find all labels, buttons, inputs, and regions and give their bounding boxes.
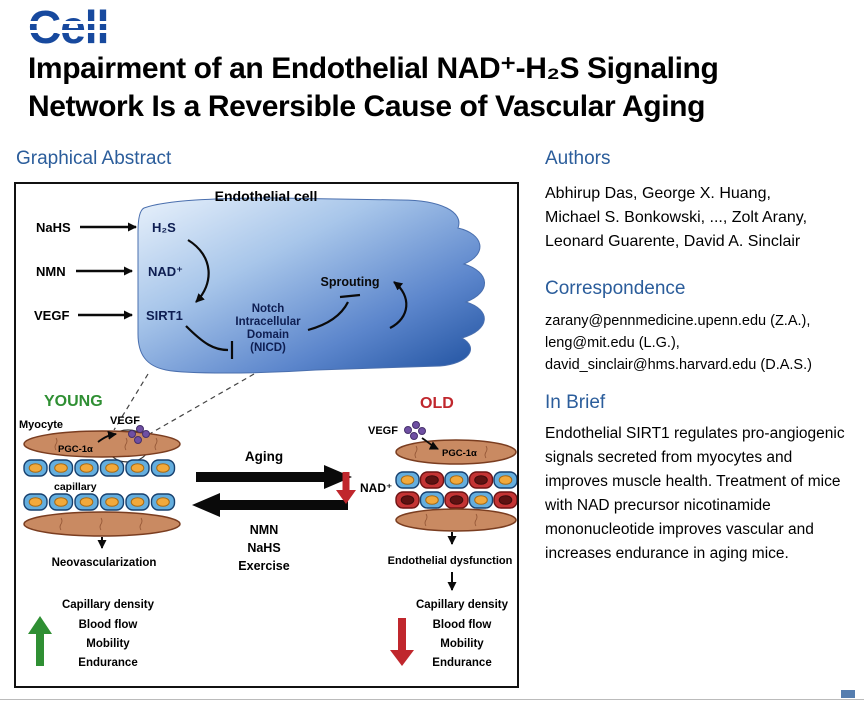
pgc1a-label-old: PGC-1α	[442, 448, 477, 459]
nmn-label: NMN	[36, 264, 66, 279]
email-link[interactable]: zarany@pennmedicine.upenn.edu (Z.A.),	[545, 313, 811, 329]
young-capillary-row-1	[23, 459, 176, 477]
article-title-line2: Network Is a Reversible Cause of Vascula…	[28, 90, 706, 123]
vegf-label: VEGF	[34, 308, 69, 323]
old-myocyte-lower	[395, 508, 517, 532]
cell-journal-logo: Cell	[28, 1, 109, 53]
young-capillary-row-2	[23, 493, 176, 511]
inhibit-sirt1-nicd	[185, 325, 229, 352]
correspondence-heading: Correspondence	[545, 278, 686, 299]
sirt1-label: SIRT1	[146, 308, 183, 323]
treatment-nmn: NMN	[250, 523, 278, 537]
old-outcome-down-arrow	[390, 618, 414, 666]
sprouting-label: Sprouting	[320, 275, 379, 289]
capillary-label: capillary	[54, 481, 97, 493]
sprouting-arrow	[389, 281, 408, 329]
inhibit-nicd-sprouting	[307, 301, 349, 332]
myocyte-striations	[424, 513, 478, 527]
endothelial-dysfunction-label: Endothelial dysfunction	[388, 555, 513, 567]
authors-heading: Authors	[545, 148, 611, 169]
nad-down-arrow-old	[336, 472, 356, 504]
rejuvenation-arrow-left	[192, 493, 348, 517]
aging-arrow-right	[196, 465, 352, 489]
young-outcome-4: Endurance	[78, 657, 137, 669]
author-list: Abhirup Das, George X. Huang, Michael S.…	[545, 182, 807, 254]
myocyte-label: Myocyte	[19, 419, 63, 431]
endothelial-cell-shape	[137, 197, 485, 374]
old-capillary-row-2	[395, 491, 518, 509]
graphical-abstract-heading: Graphical Abstract	[16, 148, 172, 169]
vegf-label-old: VEGF	[368, 425, 398, 437]
graphical-abstract-svg: Endothelial cell NaHS H₂S NMN NAD⁺ VEGF …	[19, 188, 518, 669]
logo-stripe	[27, 30, 119, 33]
aging-label: Aging	[245, 449, 283, 464]
article-title: Impairment of an Endothelial NAD⁺-H₂S Si…	[28, 50, 719, 126]
graphical-abstract-figure: Endothelial cell NaHS H₂S NMN NAD⁺ VEGF …	[14, 182, 519, 688]
article-title-line1: Impairment of an Endothelial NAD⁺-H₂S Si…	[28, 52, 719, 85]
nahs-label: NaHS	[36, 220, 71, 235]
arrow-vegf-pgc1a-old	[421, 437, 439, 450]
vegf-label-young: VEGF	[110, 415, 140, 427]
neovascularization-label: Neovascularization	[52, 557, 157, 569]
email-link[interactable]: leng@mit.edu (L.G.),	[545, 335, 680, 351]
correspondence-emails: zarany@pennmedicine.upenn.edu (Z.A.), le…	[545, 310, 812, 376]
author-line: Leonard Guarente, David A. Sinclair	[545, 233, 801, 250]
young-myocyte-lower	[23, 511, 181, 537]
young-outcome-2: Blood flow	[79, 619, 138, 631]
treatment-nahs: NaHS	[247, 541, 280, 555]
old-outcome-3: Mobility	[440, 638, 484, 650]
young-myocyte-upper	[23, 430, 181, 458]
author-line: Michael S. Bonkowski, ..., Zolt Arany,	[545, 209, 808, 226]
myocyte-striations	[59, 517, 143, 531]
young-label: YOUNG	[44, 393, 103, 410]
nicd-line4: (NICD)	[250, 342, 286, 354]
zoom-dash-right	[145, 373, 255, 437]
old-label: OLD	[420, 395, 454, 412]
arrow-h2s-to-sirt1	[187, 239, 210, 303]
nicd-line3: Domain	[247, 329, 289, 341]
inhibit-bar-sprouting	[339, 293, 361, 299]
zoom-dash-left	[113, 373, 149, 431]
young-outcome-up-arrow	[28, 616, 52, 666]
old-capillary-row-1	[395, 471, 518, 489]
vegf-dots-young	[128, 425, 150, 444]
email-link[interactable]: david_sinclair@hms.harvard.edu (D.A.S.)	[545, 357, 812, 373]
in-brief-text: Endothelial SIRT1 regulates pro-angiogen…	[545, 425, 845, 562]
footer-fragment	[841, 690, 855, 698]
author-line: Abhirup Das, George X. Huang,	[545, 185, 771, 202]
nicd-line2: Intracellular	[235, 316, 301, 328]
endothelial-cell-label: Endothelial cell	[215, 188, 318, 204]
treatment-exercise: Exercise	[238, 559, 289, 573]
young-outcome-3: Mobility	[86, 638, 130, 650]
in-brief-heading: In Brief	[545, 392, 606, 413]
footer-divider	[0, 699, 864, 700]
nad-label: NAD⁺	[148, 264, 183, 279]
h2s-label: H₂S	[152, 220, 176, 235]
myocyte-striations	[414, 445, 488, 459]
nad-label-old: NAD⁺	[360, 481, 392, 495]
pgc1a-label-young: PGC-1α	[58, 444, 93, 455]
old-outcome-1: Capillary density	[416, 599, 509, 611]
vegf-dots-old	[404, 421, 426, 440]
nicd-line1: Notch	[252, 303, 285, 315]
logo-stripe	[27, 21, 119, 24]
old-outcome-4: Endurance	[432, 657, 491, 669]
arrow-pgc1a-vegf	[97, 430, 117, 443]
young-outcome-1: Capillary density	[62, 599, 155, 611]
myocyte-striations	[54, 437, 158, 451]
old-outcome-2: Blood flow	[433, 619, 492, 631]
